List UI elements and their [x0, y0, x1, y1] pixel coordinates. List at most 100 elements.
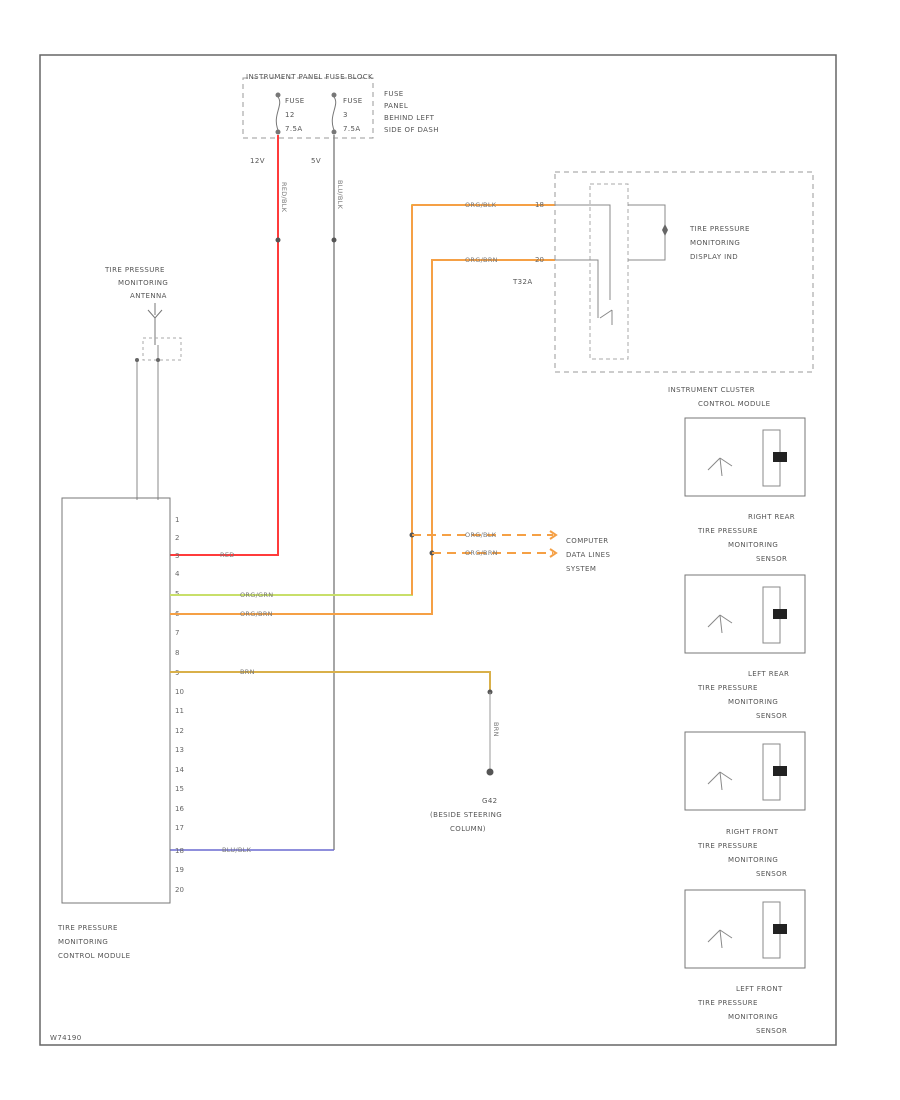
footer-code: W74190: [50, 1034, 82, 1042]
svg-text:18: 18: [175, 847, 184, 855]
fuse-block-box: [242, 77, 374, 139]
svg-text:SIDE OF DASH: SIDE OF DASH: [384, 126, 439, 134]
svg-text:SENSOR: SENSOR: [756, 712, 787, 720]
display-lamp-icon: [662, 224, 668, 236]
svg-text:CONTROL MODULE: CONTROL MODULE: [58, 952, 130, 960]
svg-text:17: 17: [175, 824, 184, 832]
svg-text:TIRE PRESSURE: TIRE PRESSURE: [697, 527, 758, 535]
svg-text:INSTRUMENT CLUSTER: INSTRUMENT CLUSTER: [668, 386, 755, 394]
svg-text:RIGHT FRONT: RIGHT FRONT: [726, 828, 779, 836]
wire-red: [170, 135, 279, 556]
svg-text:11: 11: [175, 707, 184, 715]
wire-brn: [170, 671, 491, 690]
ground-label: G42 (BESIDE STEERING COLUMN): [430, 797, 502, 833]
svg-text:SENSOR: SENSOR: [756, 1027, 787, 1035]
svg-text:PANEL: PANEL: [384, 102, 408, 110]
svg-text:15: 15: [175, 785, 184, 793]
svg-text:20: 20: [535, 256, 544, 264]
sensor-label-right-front: RIGHT FRONT TIRE PRESSURE MONITORING SEN…: [697, 828, 787, 878]
svg-text:20: 20: [175, 886, 184, 894]
svg-text:3: 3: [175, 552, 179, 560]
sensor-box-1: [684, 417, 806, 497]
svg-text:LEFT REAR: LEFT REAR: [748, 670, 789, 678]
hot-5v-label: 5V: [311, 157, 321, 165]
control-module-label: TIRE PRESSURE MONITORING CONTROL MODULE: [57, 924, 130, 960]
svg-text:SENSOR: SENSOR: [756, 870, 787, 878]
fuse-location-label: FUSE PANEL BEHIND LEFT SIDE OF DASH: [384, 90, 439, 134]
svg-text:12: 12: [175, 727, 184, 735]
sensor-box-2: [684, 574, 806, 654]
sensor-label-left-front: LEFT FRONT TIRE PRESSURE MONITORING SENS…: [697, 985, 787, 1035]
svg-text:1: 1: [175, 516, 179, 524]
svg-text:TIRE PRESSURE: TIRE PRESSURE: [697, 842, 758, 850]
svg-text:18: 18: [535, 201, 544, 209]
wire-brn-label: BRN: [240, 668, 255, 676]
wire-gray-vertical-label: BLU/BLK: [336, 180, 344, 210]
svg-text:DISPLAY IND: DISPLAY IND: [690, 253, 738, 261]
svg-text:MONITORING: MONITORING: [728, 856, 778, 864]
data-lines-label: COMPUTER DATA LINES SYSTEM: [566, 537, 610, 573]
svg-text:COMPUTER: COMPUTER: [566, 537, 609, 545]
cluster-label: INSTRUMENT CLUSTER CONTROL MODULE: [668, 386, 770, 408]
svg-text:3: 3: [343, 111, 348, 119]
svg-text:ORG/BRN: ORG/BRN: [465, 549, 498, 557]
svg-text:7.5A: 7.5A: [285, 125, 303, 133]
svg-text:FUSE: FUSE: [285, 97, 305, 105]
fuse-3: FUSE 3 7.5A: [331, 92, 363, 135]
svg-text:MONITORING: MONITORING: [58, 938, 108, 946]
svg-text:ANTENNA: ANTENNA: [130, 292, 167, 300]
svg-text:14: 14: [175, 766, 184, 774]
svg-text:(BESIDE STEERING: (BESIDE STEERING: [430, 811, 502, 819]
svg-text:4: 4: [175, 570, 180, 578]
svg-text:SENSOR: SENSOR: [756, 555, 787, 563]
wire-org-blk-top-label: ORG/BLK: [465, 201, 497, 209]
sensor-label-left-rear: LEFT REAR TIRE PRESSURE MONITORING SENSO…: [697, 670, 789, 720]
svg-text:LEFT FRONT: LEFT FRONT: [736, 985, 783, 993]
svg-text:13: 13: [175, 746, 184, 754]
wire-org-grn-label: ORG/GRN: [240, 591, 273, 599]
svg-text:7.5A: 7.5A: [343, 125, 361, 133]
svg-text:TIRE PRESSURE: TIRE PRESSURE: [57, 924, 118, 932]
svg-text:BEHIND LEFT: BEHIND LEFT: [384, 114, 435, 122]
wire-red-label: RED: [220, 551, 235, 559]
display-connector-label: T32A: [512, 278, 533, 286]
svg-text:MONITORING: MONITORING: [690, 239, 740, 247]
display-label: TIRE PRESSURE MONITORING DISPLAY IND: [689, 225, 750, 261]
wire-org-brn-top-label: ORG/BRN: [465, 256, 498, 264]
diagram-frame: [39, 54, 837, 1046]
wire-red-vertical-label: RED/BLK: [280, 182, 288, 213]
svg-text:DATA LINES: DATA LINES: [566, 551, 610, 559]
svg-text:TIRE PRESSURE: TIRE PRESSURE: [104, 266, 165, 274]
svg-text:19: 19: [175, 866, 184, 874]
svg-text:G42: G42: [482, 797, 498, 805]
fuse-12: FUSE 12 7.5A: [275, 92, 305, 135]
svg-text:MONITORING: MONITORING: [728, 541, 778, 549]
ground-symbol: [486, 768, 494, 776]
sensor-box-3: [684, 731, 806, 811]
control-module-box: [61, 497, 171, 904]
svg-text:TIRE PRESSURE: TIRE PRESSURE: [689, 225, 750, 233]
svg-text:8: 8: [175, 649, 179, 657]
sensor-label-right-rear: RIGHT REAR TIRE PRESSURE MONITORING SENS…: [697, 513, 795, 563]
svg-text:12: 12: [285, 111, 295, 119]
svg-text:FUSE: FUSE: [384, 90, 404, 98]
svg-text:FUSE: FUSE: [343, 97, 363, 105]
svg-text:16: 16: [175, 805, 184, 813]
svg-text:COLUMN): COLUMN): [450, 825, 486, 833]
antenna: TIRE PRESSURE MONITORING ANTENNA: [104, 266, 182, 500]
wire-org-brn-label: ORG/BRN: [240, 610, 273, 618]
svg-text:RIGHT REAR: RIGHT REAR: [748, 513, 795, 521]
svg-text:2: 2: [175, 534, 179, 542]
svg-text:CONTROL MODULE: CONTROL MODULE: [698, 400, 770, 408]
svg-text:7: 7: [175, 629, 179, 637]
svg-text:MONITORING: MONITORING: [728, 1013, 778, 1021]
svg-text:BRN: BRN: [492, 722, 500, 737]
svg-text:TIRE PRESSURE: TIRE PRESSURE: [697, 999, 758, 1007]
wire-org-brn: [170, 259, 555, 615]
svg-text:SYSTEM: SYSTEM: [566, 565, 596, 573]
svg-text:MONITORING: MONITORING: [118, 279, 168, 287]
hot-12v-label: 12V: [250, 157, 265, 165]
wire-blue-label: BLU/BLK: [222, 846, 252, 854]
svg-text:MONITORING: MONITORING: [728, 698, 778, 706]
